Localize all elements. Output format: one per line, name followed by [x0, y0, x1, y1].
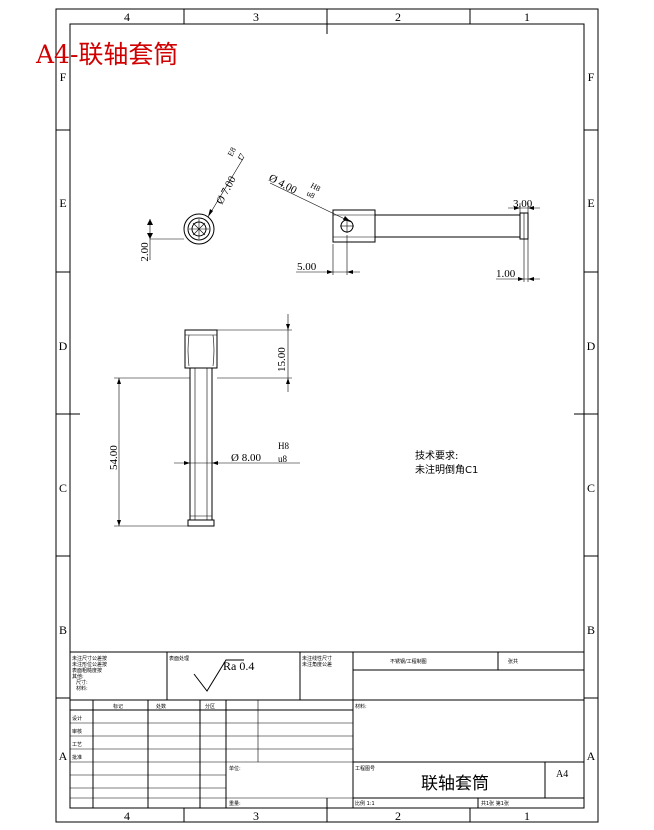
unspec-line-3: 表面粗糙度按 [72, 667, 102, 674]
unspec-line-6: 材料: [76, 685, 88, 692]
zone-top-1: 1 [524, 10, 530, 24]
zone-left-C: C [59, 481, 67, 495]
mid-line-1: 未注线性尺寸 [302, 655, 332, 662]
role-approve: 批准 [72, 754, 82, 761]
zone-right-E: E [587, 196, 594, 210]
sheet-label: 张共 [508, 658, 518, 665]
top-view-hole-dia: Ø 4.00 [267, 172, 300, 197]
zone-right-F: F [588, 70, 595, 84]
end-view-diameter: Ø 7.00 [214, 174, 239, 207]
zone-labels-right: F E D C B A [587, 70, 596, 763]
zone-bottom-4: 4 [124, 809, 130, 823]
notes-title: 技术要求: [415, 449, 458, 462]
unit-label: 单位: [229, 765, 241, 772]
zone-left-D: D [59, 339, 68, 353]
unspec-line-5: 尺寸: [76, 679, 88, 686]
zone-right-B: B [587, 623, 595, 637]
col-header-count: 处数 [156, 703, 166, 710]
top-view-hole-tol-upper: H8 [309, 181, 322, 194]
notes-line-1: 未注明倒角C1 [415, 463, 478, 476]
top-view-groove-gap: 1.00 [496, 268, 516, 280]
zone-left-A: A [59, 749, 68, 763]
paper-size: A4 [556, 769, 568, 780]
zone-labels-top: 4 3 2 1 [124, 10, 530, 24]
zone-right-C: C [587, 481, 595, 495]
top-view-hole-pos: 5.00 [297, 261, 317, 273]
header-title: A4-联轴套筒 [35, 40, 178, 69]
drawing-no-label: 不锈钢/工程制图 [390, 658, 427, 665]
zone-bottom-1: 1 [524, 809, 530, 823]
weight-label: 重量: [229, 800, 241, 807]
end-view-tol-lower: f7 [236, 152, 247, 162]
front-view-shaft-dia: Ø 8.00 [231, 452, 261, 464]
scale-label: 比例 1:1 [355, 800, 375, 807]
role-process: 工艺 [72, 742, 82, 748]
top-view: Ø 4.00 H8 u8 5.00 3.00 1.00 [267, 172, 540, 282]
top-view-groove-width: 3.00 [513, 198, 533, 210]
col-header-zone: 分区 [205, 703, 215, 710]
zone-labels-bottom: 4 3 2 1 [124, 809, 530, 823]
unspec-line-1: 未注尺寸公差按 [72, 655, 107, 662]
sheet-count: 共1张 第1张 [481, 800, 509, 807]
zone-left-B: B [59, 623, 67, 637]
inner-frame [69, 23, 585, 809]
zone-bottom-2: 2 [395, 809, 401, 823]
zone-left-E: E [59, 196, 66, 210]
end-view-offset-dim: 2.00 [139, 242, 151, 262]
zone-top-3: 3 [253, 10, 259, 24]
part-name: 联轴套筒 [421, 774, 489, 794]
unspec-line-2: 未注形位公差按 [72, 661, 107, 668]
zone-top-4: 4 [124, 10, 130, 24]
zone-bottom-3: 3 [253, 809, 259, 823]
roughness-symbol [193, 659, 244, 692]
front-view-head-length: 15.00 [276, 347, 288, 372]
role-review: 审核 [72, 728, 82, 735]
zone-right-A: A [587, 749, 596, 763]
roughness-value: Ra 0.4 [223, 659, 254, 673]
title-block: 未注尺寸公差按 未注形位公差按 表面粗糙度按 其他: 尺寸: 材料: 表面处理 … [70, 651, 584, 808]
col-header-mark: 标记 [113, 703, 123, 710]
zone-labels-left: F E D C B A [59, 70, 68, 763]
top-view-hole-tol-lower: u8 [305, 189, 316, 201]
zone-ticks [56, 9, 598, 822]
end-view-tol-upper: E8 [226, 146, 238, 158]
material-label: 材料: [355, 703, 367, 710]
unspec-line-4: 其他: [72, 673, 84, 680]
zone-top-2: 2 [395, 10, 401, 24]
zone-left-F: F [60, 70, 67, 84]
mid-line-2: 未注角度公差 [302, 661, 332, 668]
role-design: 设计 [72, 715, 82, 722]
front-view-shaft-tol-lower: u8 [278, 454, 288, 464]
technical-notes: 技术要求: 未注明倒角C1 [415, 449, 478, 476]
zone-right-D: D [587, 339, 596, 353]
end-view: 2.00 Ø 7.00 E8 f7 [139, 146, 247, 262]
front-view-total-length: 54.00 [108, 445, 120, 470]
front-view: 15.00 54.00 Ø 8.00 H8 u8 [108, 314, 300, 527]
front-view-shaft-tol-upper: H8 [278, 441, 289, 451]
drawing-name-label: 工程图号 [355, 765, 375, 772]
surface-label: 表面处理 [169, 655, 189, 662]
